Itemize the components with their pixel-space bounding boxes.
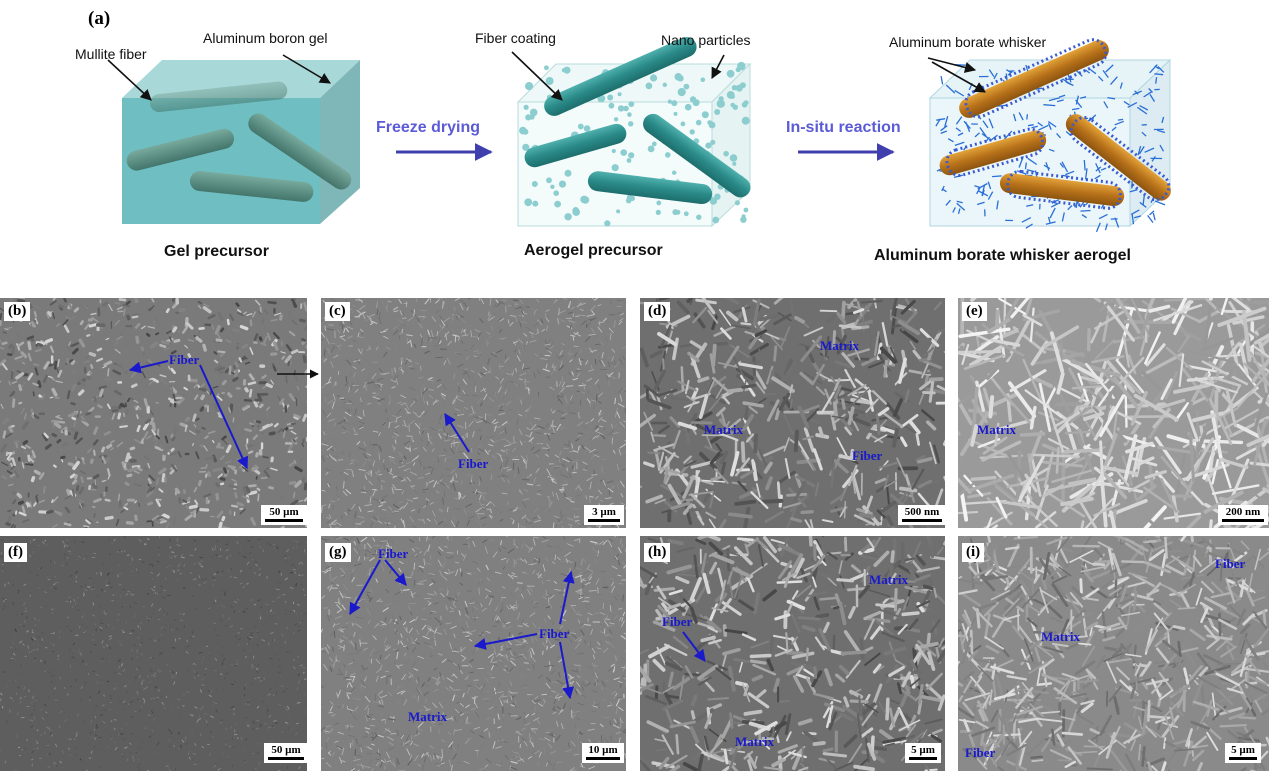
label-fiber-i-1: Fiber — [1215, 556, 1246, 571]
caption-gel-precursor: Gel precursor — [164, 243, 269, 260]
label-matrix-e: Matrix — [977, 422, 1016, 437]
panel-label-d: (d) — [644, 302, 671, 321]
panel-label-h: (h) — [644, 543, 671, 562]
step-in-situ-reaction: In-situ reaction — [786, 119, 901, 136]
step-freeze-drying: Freeze drying — [376, 119, 481, 136]
caption-aerogel-precursor: Aerogel precursor — [524, 242, 663, 259]
label-fiber-h: Fiber — [662, 614, 693, 629]
callout-fiber-coating: Fiber coating — [475, 30, 556, 46]
scale-bar-h: 5 µm — [905, 743, 941, 763]
sem-panel-d — [640, 298, 945, 528]
scale-bar-d: 500 nm — [898, 505, 946, 525]
sem-panel-i — [958, 536, 1269, 771]
sem-panel-b — [0, 298, 307, 528]
callout-aluminum-boron-gel: Aluminum boron gel — [203, 30, 328, 46]
scale-bar-i: 5 µm — [1225, 743, 1261, 763]
scale-bar-f: 50 µm — [264, 743, 308, 763]
scale-bar-e: 200 nm — [1218, 505, 1268, 525]
schematic-drawing — [107, 36, 1172, 233]
panel-label-b: (b) — [4, 302, 31, 321]
sem-panel-h — [640, 536, 945, 771]
callout-aluminum-borate-whisker: Aluminum borate whisker — [889, 34, 1047, 50]
scale-bar-c: 3 µm — [584, 505, 624, 525]
whisker-aerogel-cube — [928, 38, 1172, 233]
panel-label-c: (c) — [325, 302, 350, 321]
label-matrix-h-1: Matrix — [869, 572, 908, 587]
scale-bar-b: 50 µm — [261, 505, 307, 525]
label-fiber-b: Fiber — [169, 352, 200, 367]
label-fiber-i-2: Fiber — [965, 745, 996, 760]
label-fiber-d: Fiber — [852, 448, 883, 463]
label-matrix-d-1: Matrix — [820, 338, 859, 353]
label-matrix-d-2: Matrix — [704, 422, 743, 437]
callout-mullite-fiber: Mullite fiber — [75, 46, 147, 62]
panel-label-a: (a) — [88, 8, 111, 29]
label-fiber-g-1: Fiber — [378, 546, 409, 561]
panel-label-f: (f) — [4, 543, 27, 562]
label-fiber-g-2: Fiber — [539, 626, 570, 641]
label-matrix-h-2: Matrix — [735, 734, 774, 749]
panel-label-g: (g) — [325, 543, 351, 562]
sem-panel-c — [321, 298, 626, 528]
panel-label-i: (i) — [962, 543, 985, 562]
aerogel-cube — [516, 36, 752, 228]
sem-panel-f — [0, 536, 307, 771]
label-matrix-g: Matrix — [408, 709, 447, 724]
schematic: (a) — [0, 0, 1269, 290]
gel-cube — [122, 60, 360, 224]
panel-label-e: (e) — [962, 302, 987, 321]
scale-bar-g: 10 µm — [582, 743, 624, 763]
label-fiber-c: Fiber — [458, 456, 489, 471]
label-matrix-i: Matrix — [1041, 629, 1080, 644]
sem-panel-e — [958, 298, 1269, 528]
caption-whisker-aerogel: Aluminum borate whisker aerogel — [874, 247, 1131, 264]
callout-nano-particles: Nano particles — [661, 32, 751, 48]
sem-panel-g — [321, 536, 626, 771]
